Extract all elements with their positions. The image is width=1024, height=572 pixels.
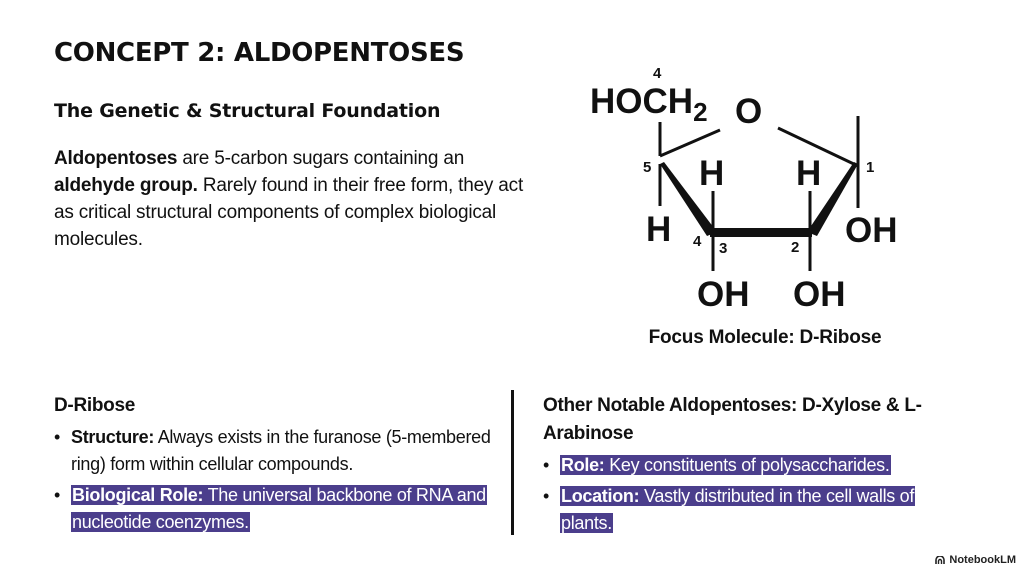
- d-ribose-bullet-list: • Structure: Always exists in the furano…: [54, 424, 494, 536]
- list-item: • Role: Key constituents of polysacchari…: [543, 452, 963, 479]
- brand-name: NotebookLM: [949, 554, 1016, 566]
- label-hoch2: HOCH2: [590, 82, 708, 127]
- intro-text-1: are 5-carbon sugars containing an: [177, 148, 465, 169]
- other-aldopentoses-bullet-list: • Role: Key constituents of polysacchari…: [543, 452, 963, 537]
- label-h-c4-top: H: [699, 154, 724, 193]
- label-oh-c2: OH: [793, 275, 846, 314]
- molecule-caption: Focus Molecule: D-Ribose: [648, 327, 882, 348]
- label-ring-oxygen: O: [735, 92, 762, 131]
- label-h-c1-top: H: [796, 154, 821, 193]
- bullet-icon: •: [54, 485, 61, 505]
- bullet-label-role: Role:: [561, 455, 605, 475]
- intro-text-2: Rarely found in their free form, they ac…: [54, 175, 524, 250]
- carbon-number-2: 2: [791, 239, 799, 256]
- slide-subtitle: The Genetic & Structural Foundation: [54, 100, 441, 122]
- bullet-label-biological-role: Biological Role:: [72, 485, 204, 505]
- intro-term-aldehyde: aldehyde group.: [54, 175, 198, 196]
- bond-o-c1: [777, 126, 859, 168]
- notebooklm-watermark: NotebookLM: [935, 554, 1016, 566]
- bond-c4-c3-bold: [710, 228, 812, 237]
- list-item: • Location: Vastly distributed in the ce…: [543, 483, 963, 537]
- carbon-number-1: 1: [866, 159, 874, 176]
- slide-title: CONCEPT 2: ALDOPENTOSES: [54, 38, 465, 68]
- bullet-text-role: Key constituents of polysaccharides.: [604, 455, 890, 475]
- bullet-text-structure: Always exists in the furanose (5-membere…: [71, 427, 491, 474]
- bullet-text-location: Vastly distributed in the cell walls of …: [561, 486, 915, 533]
- other-aldopentoses-section-title: Other Notable Aldopentoses: D-Xylose & L…: [543, 395, 922, 444]
- bullet-icon: •: [543, 486, 550, 506]
- label-oh-c3: OH: [697, 275, 750, 314]
- label-h-c5-left: H: [646, 210, 671, 249]
- carbon-number-top: 4: [653, 65, 662, 82]
- notebooklm-logo-icon: [935, 555, 946, 564]
- bullet-icon: •: [54, 427, 61, 447]
- intro-paragraph: Aldopentoses are 5-carbon sugars contain…: [54, 145, 534, 253]
- carbon-number-4: 4: [693, 233, 702, 250]
- intro-term-aldopentoses: Aldopentoses: [54, 148, 178, 169]
- other-aldopentoses-section: Other Notable Aldopentoses: D-Xylose & L…: [543, 392, 963, 541]
- d-ribose-section: D-Ribose • Structure: Always exists in t…: [54, 392, 494, 540]
- bullet-text-biological-role: The universal backbone of RNA and nucleo…: [72, 485, 486, 532]
- bond-c1-c2-wedge: [807, 162, 858, 236]
- highlighted-text: Biological Role: The universal backbone …: [71, 485, 487, 532]
- highlighted-text: Role: Key constituents of polysaccharide…: [560, 455, 891, 475]
- d-ribose-structure-diagram: HOCH2 O H H H OH OH OH 4 5 1 4 3 2: [590, 65, 898, 314]
- bullet-label-location: Location:: [561, 486, 640, 506]
- list-item: • Biological Role: The universal backbon…: [54, 482, 494, 536]
- highlighted-text: Location: Vastly distributed in the cell…: [560, 486, 916, 533]
- carbon-number-5: 5: [643, 159, 651, 176]
- d-ribose-section-title: D-Ribose: [54, 395, 135, 416]
- bond-c5-c4-wedge: [660, 162, 717, 236]
- section-divider: [511, 390, 514, 535]
- bullet-icon: •: [543, 455, 550, 475]
- carbon-number-3: 3: [719, 240, 727, 257]
- bullet-label-structure: Structure:: [71, 427, 155, 447]
- list-item: • Structure: Always exists in the furano…: [54, 424, 494, 478]
- label-oh-c1: OH: [845, 211, 898, 250]
- bond-c5-o: [659, 128, 721, 158]
